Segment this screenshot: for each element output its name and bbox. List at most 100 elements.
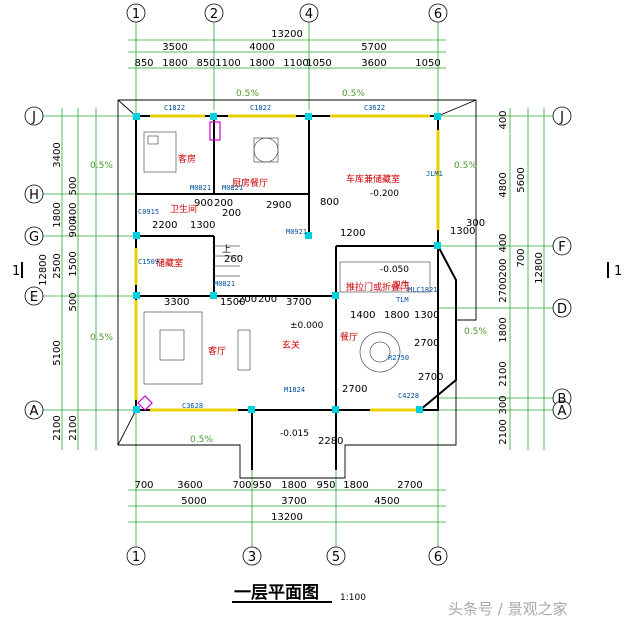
dim-int-900: 900 xyxy=(194,198,213,209)
room-utility: 储藏室 xyxy=(156,257,183,269)
room-labels: 客房 厨房餐厅 车库兼储藏室 卫生间 储藏室 客厅 玄关 餐厅 卫生 推拉门或折… xyxy=(156,153,410,357)
dim-int-1300a: 1300 xyxy=(190,220,215,231)
dim-right-inner-2: 400 xyxy=(498,233,509,252)
grid-row-right-b: B xyxy=(558,392,567,407)
tag-m0821-c: M0821 xyxy=(214,280,235,288)
room-guest: 客房 xyxy=(178,153,196,165)
section-marker-left: 1 xyxy=(12,264,20,279)
grid-col-bottom-1: 1 xyxy=(132,550,140,565)
slope-4: 0.5% xyxy=(454,161,477,171)
tag-c0915: C0915 xyxy=(138,208,159,216)
grid-row-left-g: G xyxy=(29,230,39,245)
grid-row-left-h: H xyxy=(29,188,39,203)
tag-m0921: M0921 xyxy=(286,228,307,236)
slope-7: 0.5% xyxy=(190,435,213,445)
dim-top-3d: 1100 xyxy=(215,58,240,69)
dim-int-1300b: 1300 xyxy=(450,226,475,237)
dim-bottom-1c: 700 xyxy=(232,480,251,491)
section-marker-right: 1 xyxy=(614,264,622,279)
drawing-scale: 1:100 xyxy=(340,593,366,603)
grid-labels: 1 2 4 6 1 3 5 6 J H G E A J F D B A xyxy=(29,7,567,565)
dim-top-3i: 1050 xyxy=(415,58,440,69)
section-markers xyxy=(21,262,609,278)
grid-col-bottom-6: 6 xyxy=(434,550,442,565)
dim-right-outer-3: 2700 xyxy=(498,277,509,302)
dim-left-inner-2: 400 xyxy=(68,202,79,221)
dim-int-200c: 200 xyxy=(258,294,277,305)
room-foyer: 玄关 xyxy=(282,339,300,351)
grid-lines xyxy=(36,22,560,548)
dim-int-1400: 1400 xyxy=(350,310,375,321)
dim-right-total: 12800 xyxy=(534,252,545,284)
dim-left-inner-6: 2100 xyxy=(68,415,79,440)
stair-up: 上 xyxy=(222,244,231,255)
dim-bottom-2b: 3700 xyxy=(281,496,306,507)
dim-left-inner-3: 900 xyxy=(68,218,79,237)
watermark: 头条号 / 景观之家 xyxy=(448,600,568,618)
grid-col-top-4: 4 xyxy=(305,7,313,22)
dim-top-2a: 3500 xyxy=(162,42,187,53)
level-bath2: -0.050 xyxy=(380,265,409,275)
dim-right-outer-6: 2100 xyxy=(498,361,509,386)
dim-top-3b: 1800 xyxy=(162,58,187,69)
dim-int-1200: 1200 xyxy=(340,228,365,239)
dim-bottom-1b: 3600 xyxy=(177,480,202,491)
grid-row-right-f: F xyxy=(558,240,565,255)
room-door-note: 推拉门或折叠门 xyxy=(346,281,409,293)
dim-top-3e: 1800 xyxy=(249,58,274,69)
dim-right-inner-3: 200 xyxy=(498,258,509,277)
dim-right-outer-5: 1800 xyxy=(498,317,509,342)
dim-bottom-1g: 1800 xyxy=(343,480,368,491)
roof-outline xyxy=(117,99,477,479)
grid-col-top-1: 1 xyxy=(132,7,140,22)
interior-dimensions: 800 2900 900 200 200 1300 2200 200 1300 … xyxy=(152,197,485,447)
dim-left-outer-1: 3400 xyxy=(52,142,63,167)
level-main: ±0.000 xyxy=(290,321,324,331)
dim-int-200b: 200 xyxy=(222,208,241,219)
grid-col-top-6: 6 xyxy=(434,7,442,22)
dim-left-outer-3: 2500 xyxy=(52,253,63,278)
dim-int-1500: 1500 xyxy=(220,297,245,308)
dim-top-total: 13200 xyxy=(271,29,303,40)
dim-bottom-1a: 700 xyxy=(134,480,153,491)
slope-5: 0.5% xyxy=(90,333,113,343)
grid-row-left-j: J xyxy=(31,110,36,125)
room-storage: 车库兼储藏室 xyxy=(346,173,400,185)
room-bath2: 卫生 xyxy=(392,279,410,291)
dim-int-2700a: 2700 xyxy=(414,338,439,349)
room-dining: 餐厅 xyxy=(340,331,358,343)
tag-m0821-a: M0821 xyxy=(190,184,211,192)
level-garage: -0.200 xyxy=(370,189,399,199)
dim-right-outer-4: 700 xyxy=(516,248,527,267)
grid-col-top-2: 2 xyxy=(210,7,218,22)
dim-bottom-1f: 950 xyxy=(316,480,335,491)
dim-top-3h: 3600 xyxy=(361,58,386,69)
top-dimensions: 13200 3500 4000 5700 850 1800 850 1100 1… xyxy=(134,29,440,69)
dim-bottom-1d: 950 xyxy=(252,480,271,491)
slope-1: 0.5% xyxy=(90,161,113,171)
furniture xyxy=(143,131,431,385)
left-dimensions: 3400 1800 2500 5100 2100 500 400 900 150… xyxy=(38,142,79,440)
dim-int-2200: 2200 xyxy=(152,220,177,231)
dim-int-1800: 1800 xyxy=(384,310,409,321)
dim-int-1300c: 1300 xyxy=(414,310,439,321)
tag-m0821-b: M0821 xyxy=(222,184,243,192)
dim-left-outer-5: 2100 xyxy=(52,415,63,440)
opening-tags: C1822 C1822 C3622 JLM1 M0821 M0821 C0915… xyxy=(138,104,443,410)
dim-int-260: 260 xyxy=(224,254,243,265)
dim-right-outer-1: 4800 xyxy=(498,172,509,197)
dim-int-2280: 2280 xyxy=(318,436,343,447)
dim-bottom-1e: 1800 xyxy=(281,480,306,491)
dim-right-inner-4: 300 xyxy=(498,395,509,414)
dim-left-inner-4: 1500 xyxy=(68,251,79,276)
dim-bottom-1h: 2700 xyxy=(397,480,422,491)
slope-3: 0.5% xyxy=(342,89,365,99)
dim-int-200a: 200 xyxy=(214,198,233,209)
tag-tlm: TLM xyxy=(396,296,409,304)
windows xyxy=(134,114,440,412)
level-porch: -0.015 xyxy=(280,429,309,439)
dim-int-2700c: 2700 xyxy=(418,372,443,383)
dim-left-outer-4: 5100 xyxy=(52,340,63,365)
dim-top-3c: 850 xyxy=(196,58,215,69)
